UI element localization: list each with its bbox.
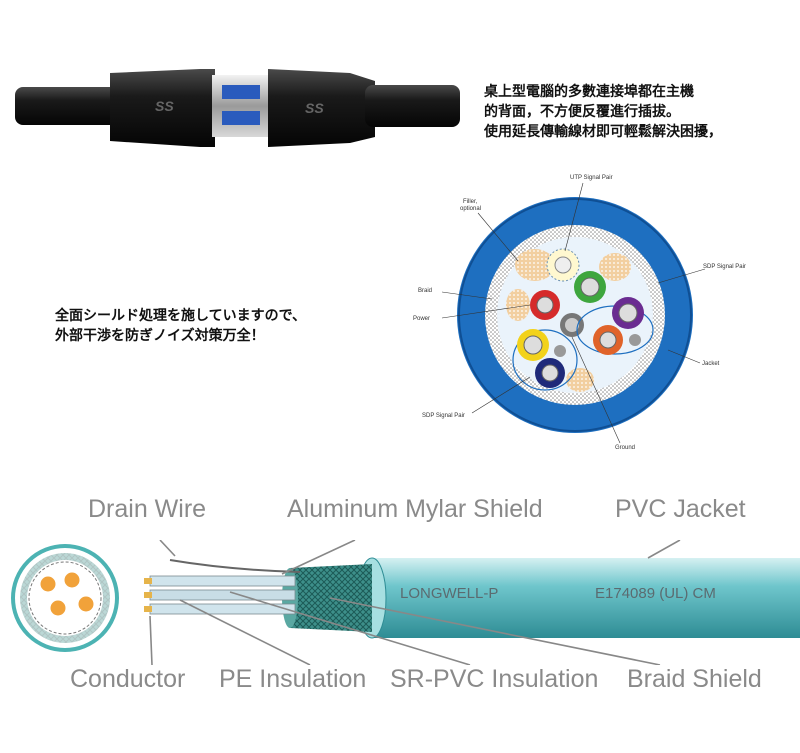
label-sr-pvc-insulation: SR-PVC Insulation (390, 665, 599, 693)
usb-description-line-2: 的背面，不方便反覆進行插拔。 (484, 104, 680, 120)
jacket-print-left: LONGWELL-P (400, 585, 498, 602)
label-sdp-right: SDP Signal Pair (703, 264, 746, 270)
usb-description-line-3: 使用延長傳輸線材即可輕鬆解決困擾， (484, 124, 722, 140)
label-aluminum-mylar-shield: Aluminum Mylar Shield (287, 495, 543, 523)
ss-logo-left: SS (155, 98, 174, 114)
end-conductor (61, 569, 83, 591)
label-filler-optional: optional (460, 206, 481, 212)
conductor-tip (144, 592, 152, 598)
label-drain-wire: Drain Wire (88, 495, 207, 523)
cable-cross-section-diagram: UTP Signal Pair Filler, optional Braid P… (413, 175, 746, 451)
label-pe-insulation: PE Insulation (219, 665, 367, 693)
label-pvc-jacket: PVC Jacket (615, 495, 746, 523)
filler-shape (566, 368, 594, 392)
usb-extension-photo: SS SS (0, 55, 470, 155)
label-ground: Ground (615, 445, 635, 451)
filler-shape (599, 253, 631, 281)
shielding-text-line-2: 外部干渉を防ぎノイズ対策万全！ (55, 328, 265, 344)
label-conductor: Conductor (70, 665, 186, 693)
shielding-text-line-1: 全面シールド処理を施していますので、 (55, 308, 307, 324)
label-braid-shield: Braid Shield (627, 665, 762, 693)
usb-description: 桌上型電腦的多數連接埠都在主機 的背面，不方便反覆進行插拔。 使用延長傳輸線材即… (484, 82, 722, 142)
ss-logo-right: SS (305, 100, 324, 116)
label-sdp-bottom: SDP Signal Pair (422, 413, 465, 419)
filler-shape (515, 249, 555, 281)
conductor-tip (144, 606, 152, 612)
shielding-text: 全面シールド処理を施していますので、 外部干渉を防ぎノイズ対策万全！ (55, 306, 306, 346)
conductor-tip (144, 578, 152, 584)
label-jacket: Jacket (702, 361, 720, 367)
usb-connector-illustration: SS SS (15, 69, 460, 147)
cable-layers-illustration: LONGWELL-P E174089 (UL) CM (11, 540, 800, 665)
filler-shape (506, 289, 530, 321)
jacket-print-right: E174089 (UL) CM (595, 585, 716, 602)
end-conductor (47, 597, 69, 619)
pvc-jacket-body (362, 558, 800, 638)
usb-description-line-1: 桌上型電腦的多數連接埠都在主機 (484, 84, 694, 100)
end-conductor (37, 573, 59, 595)
label-utp: UTP Signal Pair (570, 175, 613, 181)
label-power: Power (413, 316, 430, 322)
label-braid: Braid (418, 288, 432, 294)
drain-wire (169, 559, 301, 573)
label-filler: Filler, (463, 199, 478, 205)
end-conductor (75, 593, 97, 615)
